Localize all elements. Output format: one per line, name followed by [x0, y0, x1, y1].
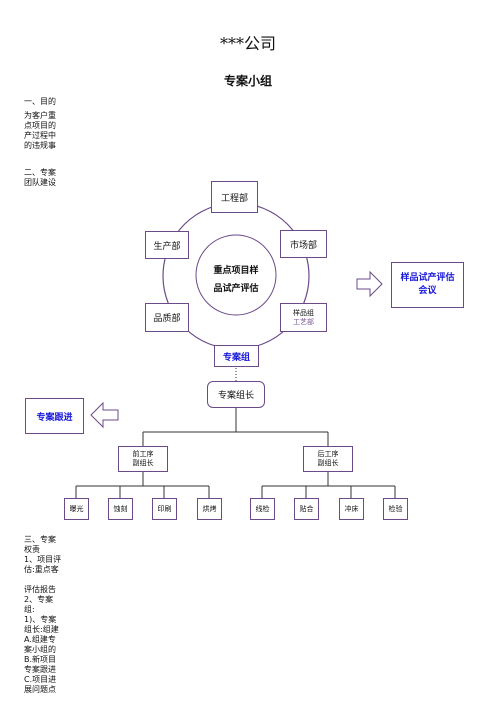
node-sample-line1: 样品组 — [293, 308, 314, 317]
leaf-inspection: 检验 — [383, 498, 408, 520]
node-front-deputy: 前工序 副组长 — [118, 446, 168, 472]
company-title: ***公司 — [219, 34, 276, 53]
leaf-baking: 烘烤 — [197, 498, 222, 520]
section-purpose-body: 为客户重 点项目的 产过程中 的违规事 — [24, 111, 56, 150]
back-line2: 副组长 — [317, 459, 339, 467]
node-project-group: 专案组 — [214, 345, 259, 367]
section-rights-body: 三、专案 权责 1、项目评 估:重点客 评估报告 2、专案 组: 1)、专案 组… — [24, 535, 62, 694]
node-engineering: 工程部 — [211, 181, 258, 213]
section-team-heading: 二、专案 团队建设 — [24, 168, 56, 187]
arrow-left — [90, 401, 119, 429]
sample-eval-line1: 样品试产评估 — [400, 273, 455, 283]
back-line1: 后工序 — [317, 450, 339, 458]
node-sample-eval-meeting: 样品试产评估 会议 — [391, 262, 464, 308]
node-project-leader: 专案组长 — [207, 381, 265, 408]
node-back-deputy: 后工序 副组长 — [303, 446, 353, 472]
node-quality: 品质部 — [145, 303, 189, 332]
leaf-etching: 蚀刻 — [108, 498, 133, 520]
leaf-laminating: 贴合 — [294, 498, 319, 520]
leaf-exposure: 曝光 — [64, 498, 89, 520]
node-market: 市场部 — [280, 230, 327, 258]
front-line1: 前工序 — [132, 450, 154, 458]
front-line2: 副组长 — [132, 459, 154, 467]
inner-circle — [195, 234, 277, 316]
document-subtitle: 专案小组 — [223, 74, 272, 88]
leaf-punching: 冲床 — [339, 498, 364, 520]
node-production: 生产部 — [145, 231, 189, 259]
leaf-line-inspect: 线检 — [250, 498, 275, 520]
node-sample-line2: 工艺部 — [293, 317, 314, 326]
node-project-follow: 专案跟进 — [25, 398, 84, 434]
arrow-right — [356, 270, 383, 298]
center-label-line2: 品试产评估 — [213, 284, 259, 294]
section-purpose-heading: 一、目的 — [24, 97, 56, 106]
center-label: 重点项目样 品试产评估 — [196, 262, 276, 298]
node-sample-group: 样品组 工艺部 — [280, 303, 327, 332]
center-label-line1: 重点项目样 — [213, 266, 259, 276]
leaf-printing: 印刷 — [152, 498, 177, 520]
sample-eval-line2: 会议 — [418, 286, 437, 296]
